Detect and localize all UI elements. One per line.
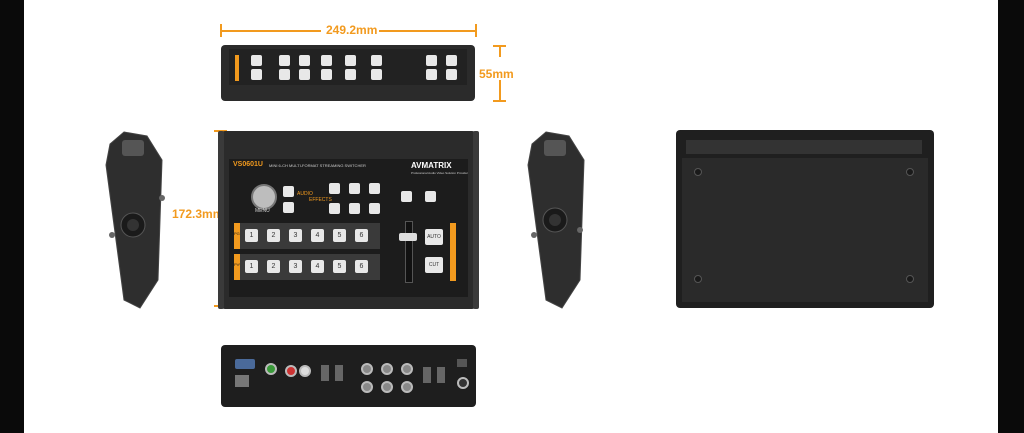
height-dimension-line-lower xyxy=(499,80,501,101)
hdmi-out-port xyxy=(423,367,431,383)
bnc-port xyxy=(361,363,373,375)
audio-button[interactable] xyxy=(283,186,294,197)
bnc-port xyxy=(381,363,393,375)
pvw-strip xyxy=(234,254,240,280)
effect-button[interactable] xyxy=(329,203,340,214)
transition-strip xyxy=(450,223,456,281)
top-view-device: VS0601U MINI 6-CH MULTI-FORMAT STREAMING… xyxy=(218,131,479,309)
pgm-button-5[interactable]: 5 xyxy=(333,229,346,242)
edge-button xyxy=(446,69,457,80)
height-dimension-line xyxy=(499,45,501,57)
pvw-button-1[interactable]: 1 xyxy=(245,260,258,273)
top-handle-right xyxy=(473,131,479,309)
width-dimension-line xyxy=(221,30,321,32)
pgm-button-1[interactable]: 1 xyxy=(245,229,258,242)
height-tick-bottom xyxy=(493,100,506,102)
effect-button[interactable] xyxy=(349,183,360,194)
bottom-ports-strip xyxy=(686,140,922,154)
height-tick-top xyxy=(493,45,506,47)
lan-port xyxy=(235,375,249,387)
width-dimension-line-right xyxy=(379,30,476,32)
control-panel: VS0601U MINI 6-CH MULTI-FORMAT STREAMING… xyxy=(229,159,468,297)
power-switch xyxy=(457,359,467,367)
hdmi-out-port xyxy=(437,367,445,383)
dc-in-port xyxy=(457,377,469,389)
edge-button xyxy=(345,69,356,80)
pgm-label: PGM xyxy=(234,231,244,236)
edge-button xyxy=(426,69,437,80)
pvw-label: PVW xyxy=(234,262,244,267)
effects-label: EFFECTS xyxy=(309,197,332,203)
pgm-button-6[interactable]: 6 xyxy=(355,229,368,242)
pgm-button-4[interactable]: 4 xyxy=(311,229,324,242)
t-bar-track xyxy=(405,221,413,283)
foot-screw xyxy=(694,275,702,283)
effect-button[interactable] xyxy=(369,183,380,194)
foot-screw xyxy=(906,275,914,283)
edge-button xyxy=(321,55,332,66)
edge-orange-strip xyxy=(235,55,239,81)
edge-button xyxy=(299,55,310,66)
hdmi-port xyxy=(321,365,329,381)
left-side-view xyxy=(105,131,165,309)
pvw-button-6[interactable]: 6 xyxy=(355,260,368,273)
pgm-button-3[interactable]: 3 xyxy=(289,229,302,242)
effect-button[interactable] xyxy=(349,203,360,214)
effect-button[interactable] xyxy=(329,183,340,194)
bnc-port xyxy=(381,381,393,393)
height-dimension-label: 55mm xyxy=(479,67,514,81)
edge-button xyxy=(371,69,382,80)
bnc-port xyxy=(361,381,373,393)
pgm-strip xyxy=(234,223,240,249)
foot-screw xyxy=(906,168,914,176)
menu-label: MENU xyxy=(255,208,270,214)
menu-knob[interactable] xyxy=(251,184,277,210)
product-dimension-sheet: 249.2mm 55mm 172.3mm xyxy=(24,0,998,433)
edge-button xyxy=(279,55,290,66)
top-handle-left xyxy=(218,131,224,309)
ftb-button[interactable] xyxy=(401,191,412,202)
model-subtitle: MINI 6-CH MULTI-FORMAT STREAMING SWITCHE… xyxy=(269,163,366,168)
bottom-view-device xyxy=(676,130,934,308)
edge-button xyxy=(251,69,262,80)
width-tick-right xyxy=(475,24,477,37)
audio-button[interactable] xyxy=(283,202,294,213)
t-bar-handle[interactable] xyxy=(399,233,417,241)
ftb-button-2[interactable] xyxy=(425,191,436,202)
pvw-button-2[interactable]: 2 xyxy=(267,260,280,273)
audio-label: AUDIO xyxy=(297,191,313,197)
rear-view-device xyxy=(221,345,476,407)
pvw-button-4[interactable]: 4 xyxy=(311,260,324,273)
width-dimension-label: 249.2mm xyxy=(326,23,378,37)
front-edge-view xyxy=(221,45,475,101)
audio-out-port xyxy=(285,365,297,377)
bnc-port xyxy=(401,381,413,393)
auto-button[interactable]: AUTO xyxy=(425,229,443,245)
edge-button xyxy=(321,69,332,80)
pvw-button-5[interactable]: 5 xyxy=(333,260,346,273)
bnc-port xyxy=(401,363,413,375)
edge-button xyxy=(446,55,457,66)
audio-out-port xyxy=(299,365,311,377)
edge-button xyxy=(251,55,262,66)
model-name: VS0601U xyxy=(233,161,263,168)
tally-port xyxy=(235,359,255,369)
edge-button xyxy=(279,69,290,80)
brand-logo: AVMATRIX xyxy=(411,161,452,170)
edge-button xyxy=(345,55,356,66)
pgm-button-2[interactable]: 2 xyxy=(267,229,280,242)
width-tick-left xyxy=(220,24,222,37)
audio-in-port xyxy=(265,363,277,375)
edge-button xyxy=(426,55,437,66)
edge-button xyxy=(371,55,382,66)
hdmi-port xyxy=(335,365,343,381)
foot-screw xyxy=(694,168,702,176)
right-side-view xyxy=(527,131,585,309)
pvw-button-3[interactable]: 3 xyxy=(289,260,302,273)
brand-tagline: Professional Audio Video Solution Provid… xyxy=(411,171,468,175)
edge-button xyxy=(299,69,310,80)
effect-button[interactable] xyxy=(369,203,380,214)
depth-dimension-label: 172.3mm xyxy=(172,207,224,221)
cut-button[interactable]: CUT xyxy=(425,257,443,273)
